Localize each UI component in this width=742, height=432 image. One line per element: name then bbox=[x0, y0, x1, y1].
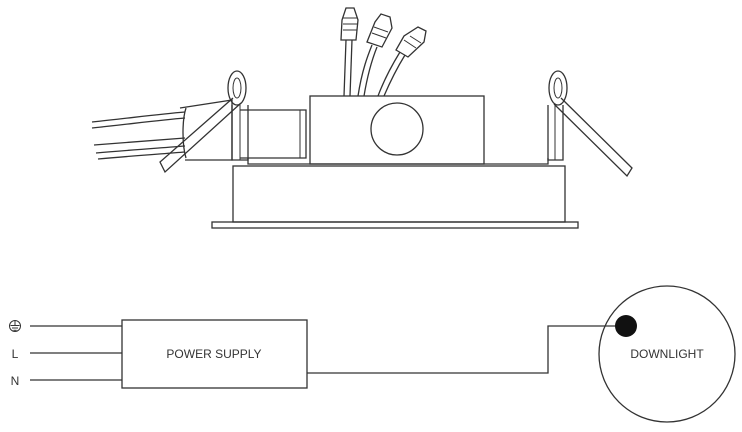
downlight-fixture-illustration bbox=[91, 7, 633, 229]
wire-nut-3 bbox=[395, 26, 427, 58]
live-terminal-label: L bbox=[12, 347, 19, 361]
earth-ground-icon bbox=[9, 320, 21, 332]
downlight-label: DOWNLIGHT bbox=[630, 347, 704, 361]
power-supply-box: POWER SUPPLY bbox=[121, 319, 308, 389]
wire-nut-2 bbox=[366, 13, 393, 48]
junction-box bbox=[309, 95, 485, 165]
downlight-symbol: DOWNLIGHT bbox=[598, 285, 736, 423]
connector-dot bbox=[615, 315, 637, 337]
output-wire bbox=[307, 325, 625, 374]
fixture-body bbox=[211, 158, 579, 229]
wire-connectors bbox=[340, 7, 427, 97]
right-spring-clip bbox=[547, 70, 633, 178]
left-spring-clip bbox=[159, 70, 249, 174]
wire-nut-1 bbox=[340, 7, 359, 41]
power-supply-label: POWER SUPPLY bbox=[166, 347, 261, 361]
neutral-terminal-label: N bbox=[11, 374, 20, 388]
wiring-schematic: L N POWER SUPPLY DOWNLIGHT bbox=[9, 285, 736, 423]
supply-cable bbox=[91, 99, 307, 161]
